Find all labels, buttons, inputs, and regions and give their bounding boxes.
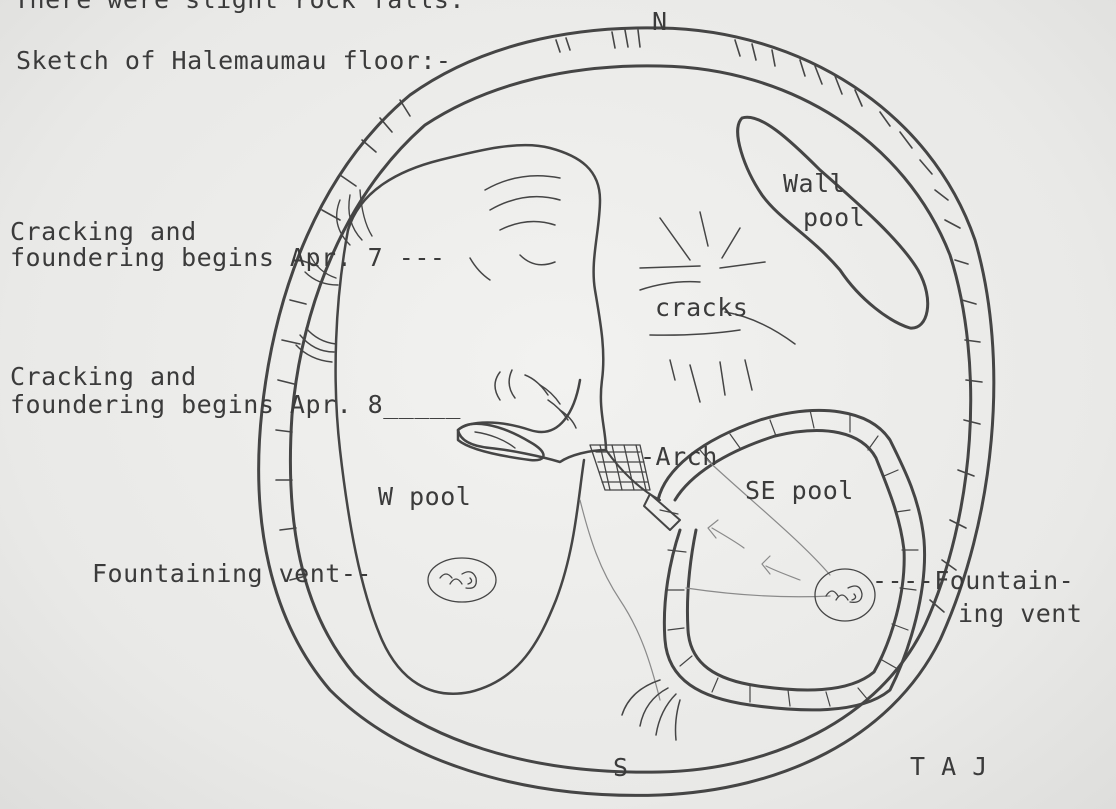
compass-south: S bbox=[613, 753, 629, 782]
rim-hatching bbox=[276, 30, 982, 612]
header-line: There were slight rock falls. bbox=[14, 0, 465, 14]
compass-north: N bbox=[652, 7, 668, 36]
fountaining-vent-left-label: Fountaining vent-- bbox=[92, 559, 372, 588]
annotation-apr8-line2: foundering begins Apr. 8_____ bbox=[10, 390, 461, 419]
se-fountaining-vent-symbol bbox=[815, 569, 875, 621]
arch-label: -Arch bbox=[640, 442, 718, 471]
author-initials: T A J bbox=[910, 752, 988, 781]
fountaining-vent-right-label-line2: ing vent bbox=[958, 599, 1082, 628]
fountaining-vent-right-label-line1: ----Fountain- bbox=[872, 566, 1074, 595]
w-pool-label: W pool bbox=[378, 482, 471, 511]
w-pool-outline bbox=[336, 230, 584, 694]
annotation-apr7-line1: Cracking and bbox=[10, 217, 197, 246]
wall-pool-label-line2: pool bbox=[803, 203, 865, 232]
south-rubble-mark bbox=[622, 680, 680, 740]
se-pool-label: SE pool bbox=[745, 476, 854, 505]
w-fountaining-vent-symbol bbox=[428, 558, 496, 602]
cracks-label: cracks bbox=[655, 293, 748, 322]
annotation-apr7-line2: foundering begins Apr. 7 --- bbox=[10, 243, 445, 272]
wall-pool-label-line1: Wall bbox=[783, 169, 845, 198]
sketch-title: Sketch of Halemaumau floor:- bbox=[16, 46, 451, 75]
crater-inner-rim bbox=[290, 66, 970, 772]
annotation-apr8-line1: Cracking and bbox=[10, 362, 197, 391]
